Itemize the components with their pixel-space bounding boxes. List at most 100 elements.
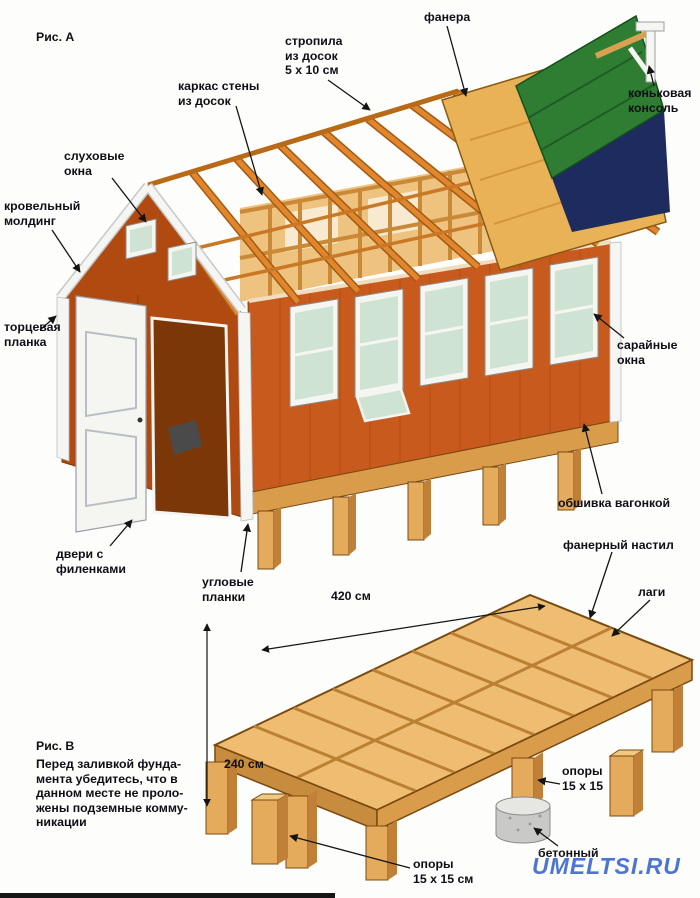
deck-post [285, 795, 309, 869]
callout-arrows [39, 25, 655, 869]
post-side [634, 750, 643, 816]
deck-post [205, 761, 229, 835]
deck-post-side [228, 756, 237, 834]
deck-posts [205, 684, 683, 881]
dormer-window [125, 218, 157, 260]
concrete-block [495, 796, 551, 844]
roof-shadow [552, 110, 670, 232]
arrow-tortsevaya [39, 315, 57, 331]
shed-window [549, 256, 599, 366]
concrete-speckle [508, 816, 512, 820]
shed-post [407, 481, 425, 541]
center-blocking [295, 626, 612, 780]
arrow-opory-right [537, 777, 561, 786]
label-dim-420: 420 см [331, 589, 371, 603]
corner-plank-front [237, 311, 254, 522]
shed-post-side [424, 478, 431, 540]
label-tortsevaya-planka: торцевая планка [4, 320, 61, 349]
deck-post-side [308, 790, 317, 868]
label-fanera: фанера [424, 10, 471, 24]
ridge-board [147, 88, 459, 188]
open-sash [355, 387, 411, 423]
end-plank [56, 296, 70, 462]
shed-post [482, 466, 500, 526]
figure-a-title: Рис. А [36, 30, 75, 44]
dormer-windows [125, 218, 197, 282]
label-dveri: двери с филенками [56, 547, 126, 576]
ridge-console [594, 21, 665, 83]
door-knob [137, 417, 143, 423]
arrow-fanera [446, 25, 469, 97]
arrow-dveri [109, 519, 133, 547]
detail-post-left [250, 793, 290, 865]
arrow-betonny [533, 827, 559, 847]
dormer-window [167, 241, 197, 282]
shingle-rows [527, 51, 656, 151]
label-stropila: стропила из досок 5 x 10 см [285, 34, 343, 77]
shed-post-side [499, 463, 506, 525]
deck-post-side [674, 684, 683, 752]
door-opening [150, 316, 232, 520]
label-karkas-steny: каркас стены из досок [178, 79, 260, 108]
deck-post [651, 689, 675, 753]
shed-post-side [349, 493, 356, 555]
shed-window-open [354, 288, 411, 423]
post-side [278, 794, 288, 864]
arrow-stropila [327, 79, 371, 111]
arrow-krovelny [51, 229, 81, 273]
label-obshivka: обшивка вагонкой [558, 496, 671, 510]
label-sluhovye-okna: слуховые окна [64, 149, 125, 178]
shed-post-side [274, 507, 281, 569]
arrow-uglovye [240, 523, 252, 573]
shed-post [332, 496, 350, 556]
arrow-sluhovye [111, 177, 147, 223]
figure-a-shed [56, 14, 670, 570]
shed-windows [289, 256, 599, 423]
console-brace [627, 46, 653, 78]
ridge-beam [594, 31, 648, 59]
label-opory-right: опоры 15 x 15 [562, 764, 604, 793]
console-cap [635, 21, 665, 32]
arrow-karkas [235, 105, 264, 196]
concrete-speckle [516, 828, 520, 832]
concrete-speckle [528, 822, 532, 826]
label-opory-bottom: опоры 15 x 15 см [413, 857, 474, 886]
figure-b-note: Перед заливкой фунда- мента убедитесь, ч… [36, 757, 188, 829]
deck-edge-side [376, 658, 693, 832]
post-front [251, 799, 279, 865]
dimension-lines [203, 603, 546, 807]
door-hardware [168, 420, 202, 455]
figure-b-title: Рис. В [36, 739, 75, 753]
label-konkovaya-konsol: коньковая консоль [628, 86, 692, 115]
label-sarainye-okna: сарайные окна [617, 338, 678, 367]
roof-sheathing [441, 14, 670, 271]
detail-post-right [608, 749, 645, 817]
label-lagi: лаги [638, 585, 666, 599]
arrow-lagi [611, 599, 651, 637]
shed-post [257, 510, 275, 570]
figure-b-platform [203, 593, 695, 881]
arrow-opory-bottom [289, 833, 411, 869]
scan-artifact [0, 893, 335, 898]
door-panel [85, 330, 137, 418]
label-fanerny-nastil: фанерный настил [563, 538, 674, 552]
label-krovelny-molding: кровельный молдинг [4, 199, 81, 228]
post-front [609, 755, 635, 817]
arrow-obshivka [581, 423, 603, 495]
shed-window [419, 277, 469, 387]
arrow-konkovaya [646, 65, 655, 87]
arrow-fanerny-nastil [588, 551, 613, 619]
gable-trim [56, 182, 622, 522]
shed-window [484, 267, 534, 377]
deck [212, 593, 695, 832]
door-panel [85, 428, 137, 508]
shingles [515, 14, 665, 180]
door [75, 295, 202, 533]
watermark: UMELTSI.RU [532, 853, 681, 879]
door-leaf [75, 295, 147, 533]
concrete-speckle [538, 814, 542, 818]
floor-rim-and-posts [251, 419, 619, 570]
deck-post-side [534, 752, 543, 804]
